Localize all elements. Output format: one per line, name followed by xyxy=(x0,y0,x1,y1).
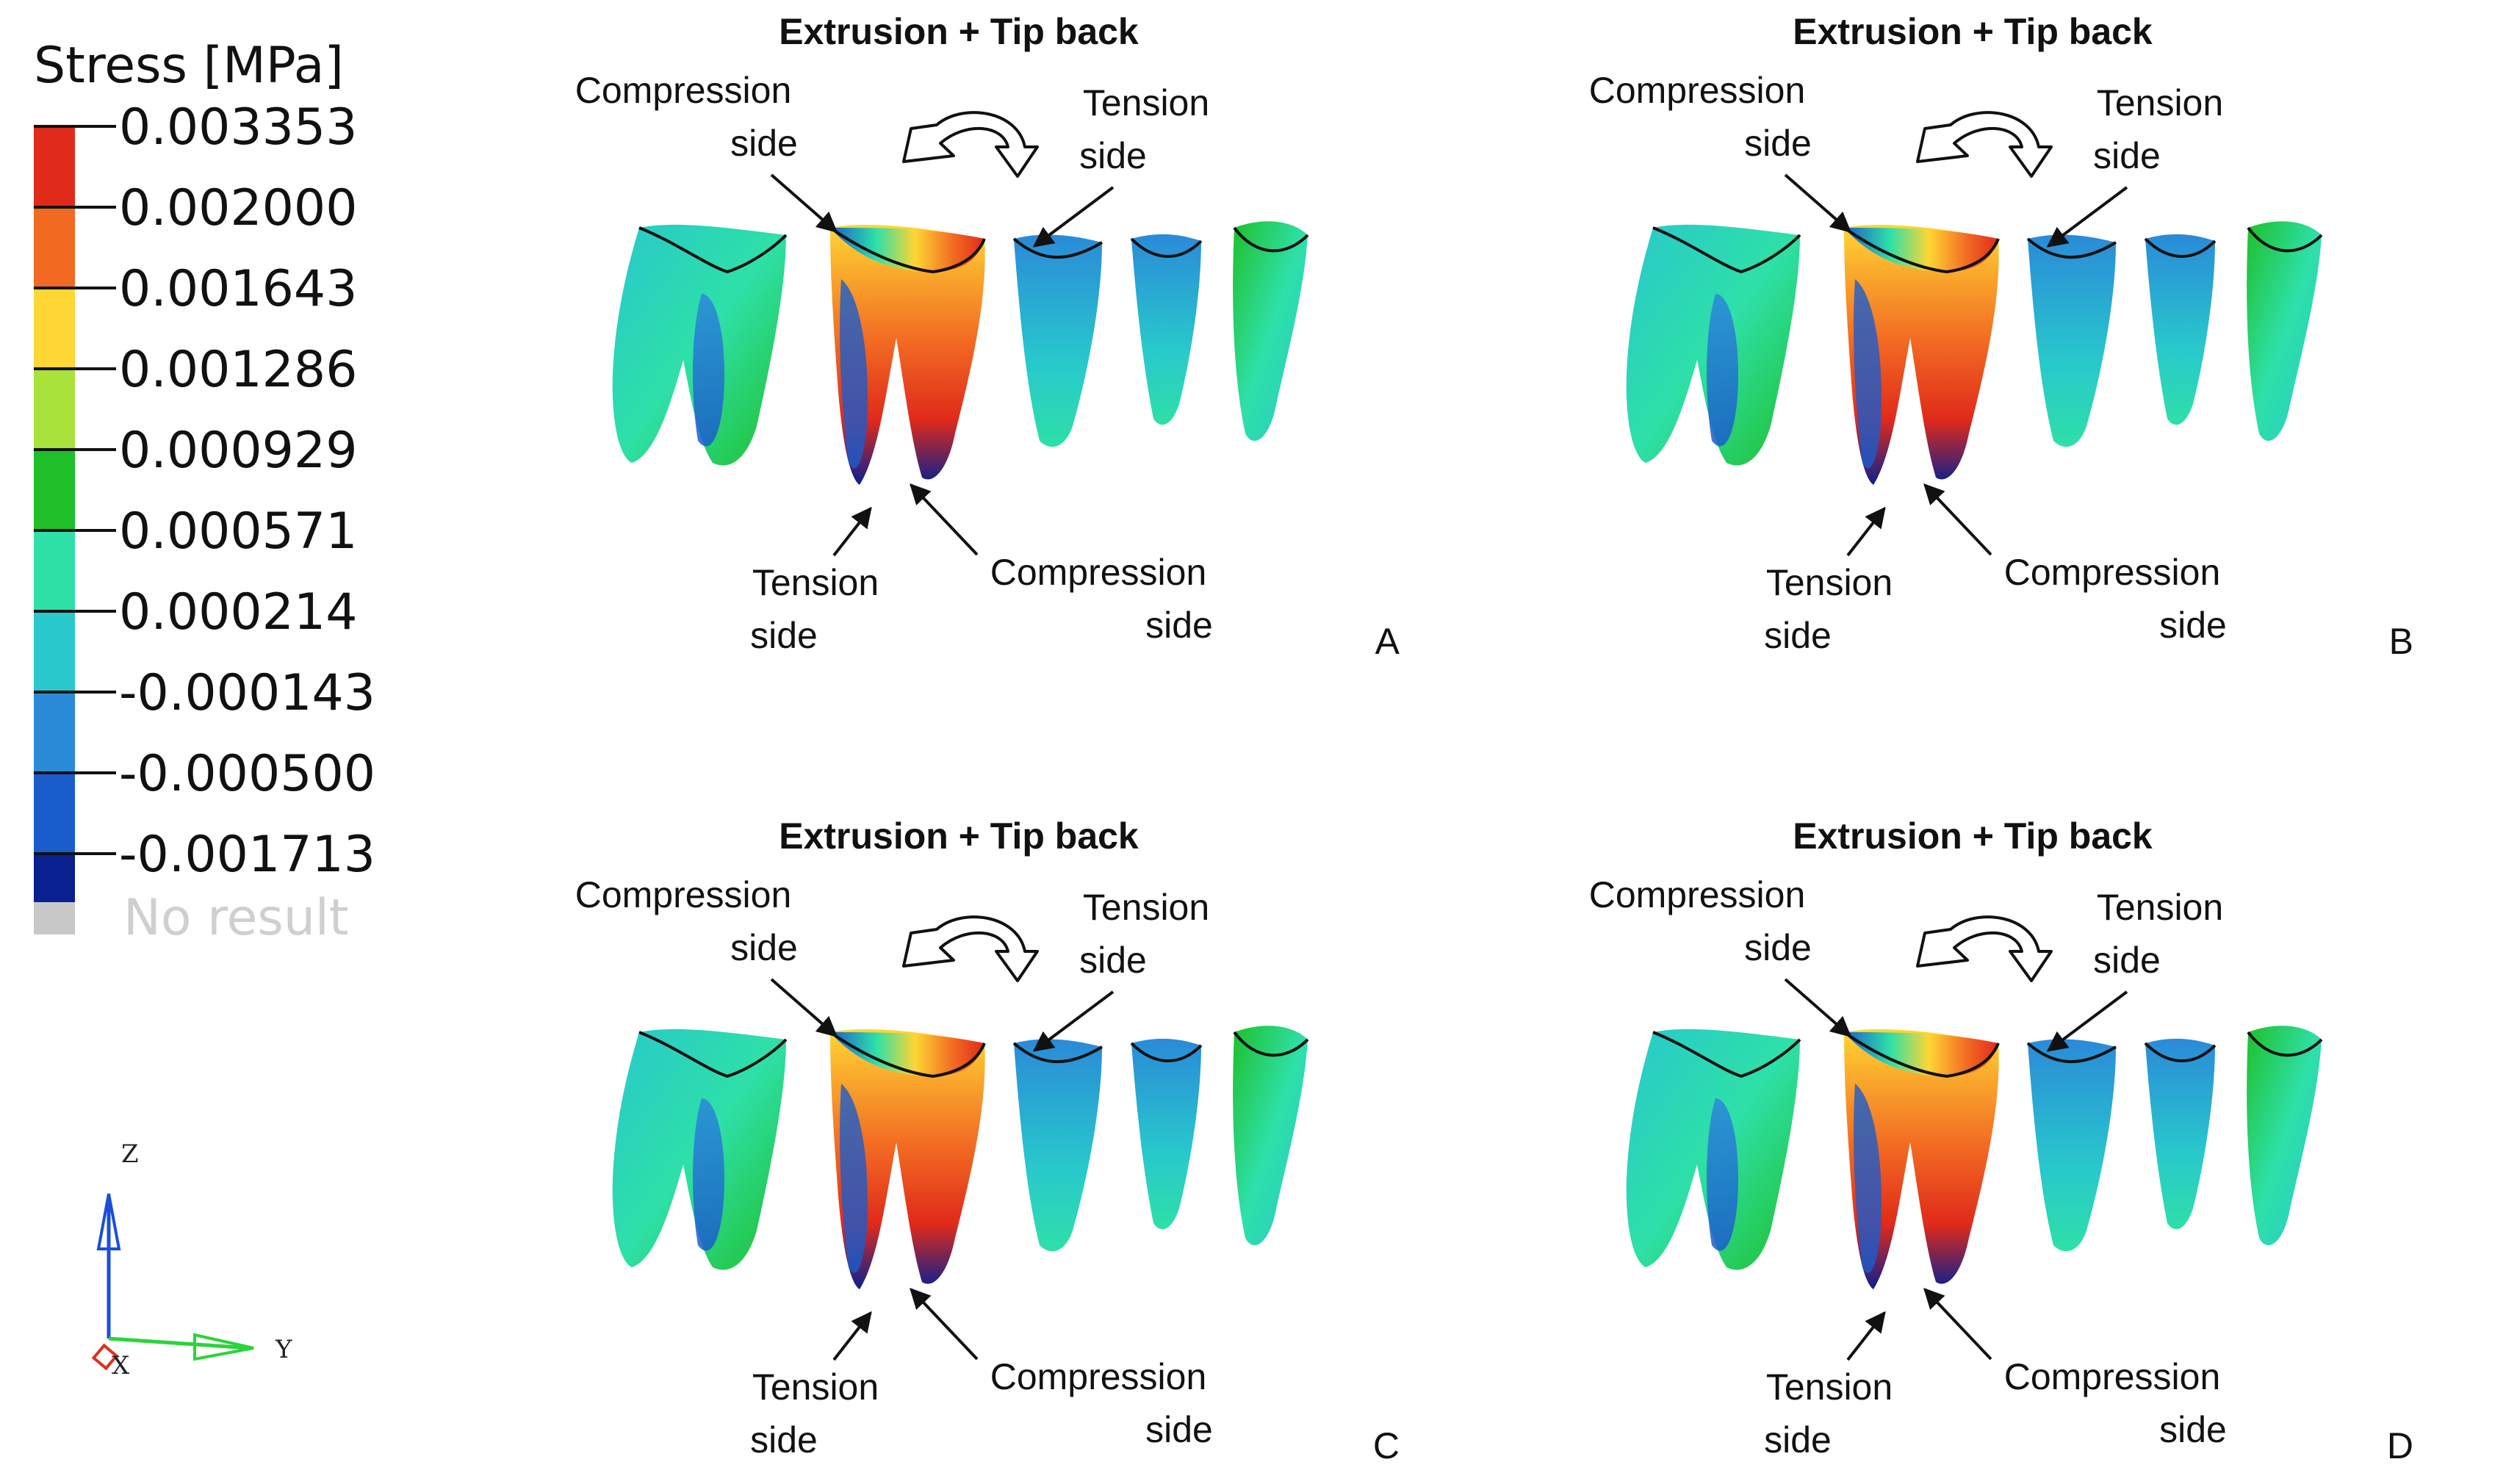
tension-label-top: side xyxy=(1079,135,1147,176)
legend-band xyxy=(34,288,75,369)
z-axis-arrow-icon xyxy=(96,1193,121,1250)
tension-label-top: Tension xyxy=(1083,82,1209,123)
callout-arrow xyxy=(1923,483,1992,556)
compression-label-top: Compression xyxy=(575,70,792,111)
legend-title: Stress [MPa] xyxy=(34,37,344,95)
panel-title: Extrusion + Tip back xyxy=(1793,11,2153,52)
teeth-model xyxy=(611,111,1309,486)
legend-band xyxy=(34,207,75,288)
legend-tick-label: 0.000214 xyxy=(119,583,357,641)
legend-band xyxy=(34,530,75,611)
y-axis-line xyxy=(108,1336,251,1350)
callout-arrow xyxy=(910,1287,979,1361)
x-axis-marker-icon xyxy=(91,1343,119,1371)
callout-arrow xyxy=(832,506,872,557)
legend-tick-label: -0.001713 xyxy=(119,826,375,884)
panel-letter: C xyxy=(1373,1425,1400,1466)
tension-label-top: Tension xyxy=(2097,887,2223,928)
tension-label-top: side xyxy=(2093,135,2161,176)
teeth-model xyxy=(611,915,1309,1291)
compression-label-top: Compression xyxy=(1589,874,1806,915)
panel-letter: D xyxy=(2387,1425,2413,1466)
legend-band xyxy=(34,450,75,530)
legend-tick-label: 0.001286 xyxy=(119,341,357,399)
panel-letter: B xyxy=(2389,621,2413,662)
z-axis-label: Z xyxy=(121,1139,139,1169)
y-axis-label: Y xyxy=(275,1335,292,1364)
callout-arrow xyxy=(1923,1287,1992,1361)
no-result-swatch xyxy=(34,902,75,934)
callout-arrow xyxy=(1784,173,1852,233)
compression-label-top: side xyxy=(1744,123,1812,164)
legend-tick-label: 0.003353 xyxy=(119,98,357,156)
compression-label-bottom: side xyxy=(1145,1409,1213,1450)
callout-arrow xyxy=(832,1311,872,1361)
compression-label-bottom: side xyxy=(2159,1409,2227,1450)
x-axis-label: X xyxy=(112,1351,130,1380)
legend-tick-labels: 0.003353 0.002000 0.001643 0.001286 0.000929… xyxy=(34,98,375,884)
legend-tick-label: 0.002000 xyxy=(119,179,357,237)
legend-band xyxy=(34,126,75,207)
legend-tick-label: 0.001643 xyxy=(119,260,357,318)
callout-arrow xyxy=(1032,990,1115,1052)
tension-label-bottom: Tension xyxy=(1766,1366,1893,1408)
y-axis-arrow-icon xyxy=(193,1333,254,1361)
tension-label-bottom: side xyxy=(1764,1419,1832,1460)
compression-label-top: Compression xyxy=(575,874,792,915)
compression-label-bottom: side xyxy=(2159,605,2227,646)
callout-arrow xyxy=(2046,990,2128,1052)
compression-label-top: side xyxy=(1744,927,1812,968)
callout-arrow xyxy=(910,483,979,556)
tension-label-bottom: side xyxy=(750,615,818,656)
legend-tick-label: -0.000500 xyxy=(119,745,375,803)
legend: Stress [MPa] 0.0033530.0020000.0016430.0… xyxy=(34,37,375,947)
compression-label-top: Compression xyxy=(1589,70,1806,111)
panel-title: Extrusion + Tip back xyxy=(779,11,1139,52)
callout-arrow xyxy=(1784,978,1852,1037)
teeth-model xyxy=(1624,111,2323,486)
panel-c: Extrusion + Tip backCompressionsideTensi… xyxy=(575,815,1400,1466)
callout-arrow xyxy=(1846,1311,1886,1361)
legend-band xyxy=(34,773,75,854)
no-result-label: No result xyxy=(123,889,348,947)
compression-label-bottom: side xyxy=(1145,605,1213,646)
tension-label-bottom: side xyxy=(1764,615,1832,656)
teeth-model xyxy=(1624,915,2323,1291)
legend-band xyxy=(34,611,75,692)
legend-tick-label: 0.000929 xyxy=(119,422,357,480)
legend-band xyxy=(34,692,75,773)
compression-label-top: side xyxy=(730,123,798,164)
callout-arrow xyxy=(770,173,838,233)
panel-b: Extrusion + Tip backCompressionsideTensi… xyxy=(1589,11,2413,662)
tension-label-top: side xyxy=(2093,940,2161,981)
panel-d: Extrusion + Tip backCompressionsideTensi… xyxy=(1589,815,2413,1466)
compression-label-bottom: Compression xyxy=(2004,552,2221,593)
panel-a: Extrusion + Tip backCompressionsideTensi… xyxy=(575,11,1400,662)
compression-label-bottom: Compression xyxy=(990,1356,1207,1397)
legend-band xyxy=(34,369,75,450)
callout-arrow xyxy=(770,978,838,1037)
legend-tick-label: -0.000143 xyxy=(119,664,375,722)
callout-arrow xyxy=(2046,186,2128,248)
tension-label-top: Tension xyxy=(2097,82,2223,123)
tension-label-bottom: Tension xyxy=(1766,562,1893,603)
panels: Extrusion + Tip backCompressionsideTensi… xyxy=(575,11,2413,1466)
panel-letter: A xyxy=(1375,621,1400,662)
callout-arrow xyxy=(1032,186,1115,248)
panel-title: Extrusion + Tip back xyxy=(779,815,1139,857)
compression-label-bottom: Compression xyxy=(990,552,1207,593)
tension-label-bottom: Tension xyxy=(752,1366,879,1408)
tension-label-top: side xyxy=(1079,940,1147,981)
axis-triad: Z Y X xyxy=(91,1139,292,1380)
tension-label-bottom: Tension xyxy=(752,562,879,603)
tension-label-bottom: side xyxy=(750,1419,818,1460)
compression-label-top: side xyxy=(730,927,798,968)
compression-label-bottom: Compression xyxy=(2004,1356,2221,1397)
panel-title: Extrusion + Tip back xyxy=(1793,815,2153,857)
tension-label-top: Tension xyxy=(1083,887,1209,928)
callout-arrow xyxy=(1846,506,1886,557)
legend-tick-label: 0.000571 xyxy=(119,503,357,561)
